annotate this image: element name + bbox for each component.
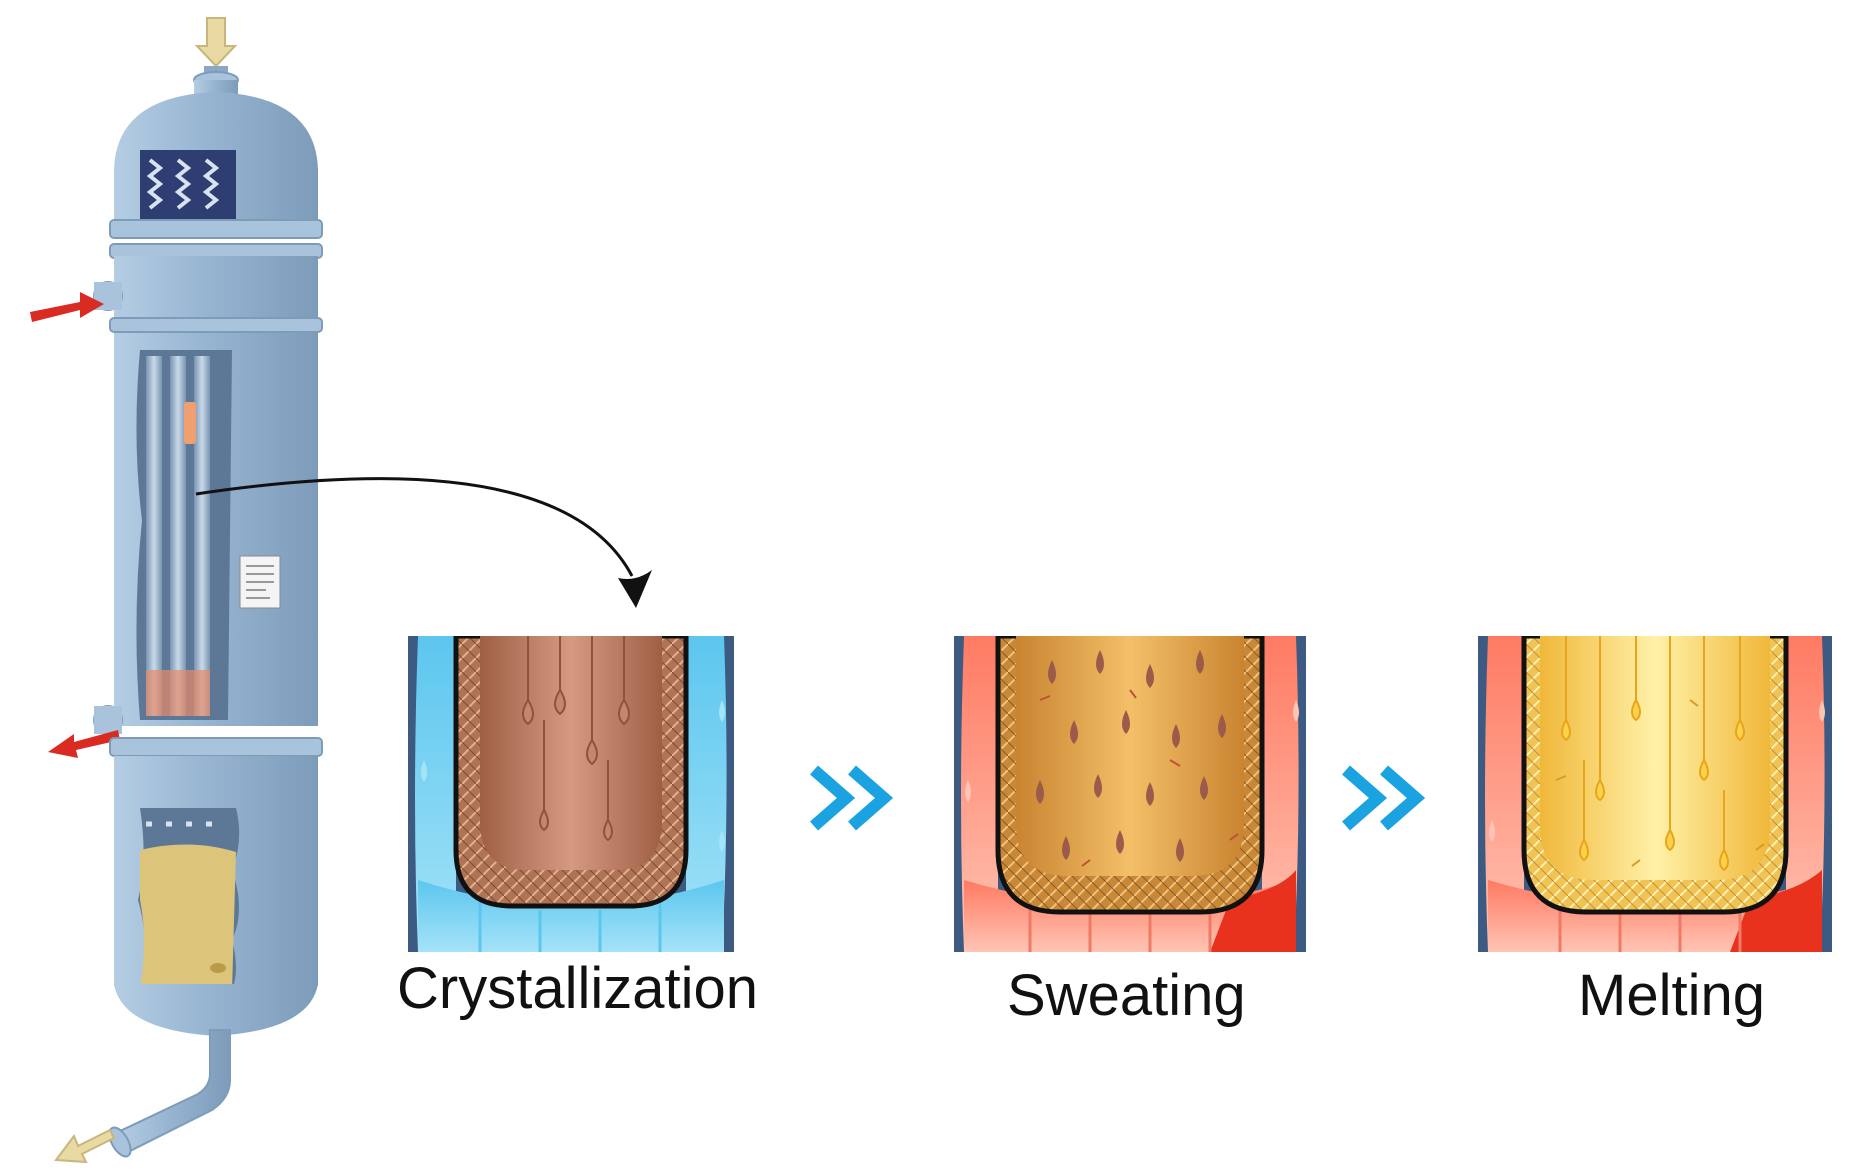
crystallizer-vessel: [30, 17, 323, 1164]
product-outlet-arrow: [54, 1128, 116, 1164]
stage-arrow-2: [1342, 765, 1426, 831]
melting-panel: [1478, 636, 1832, 952]
feed-inlet-arrow: [194, 17, 238, 68]
nameplate: [239, 555, 281, 609]
melt-sump: [138, 808, 240, 990]
heating-medium-inlet-arrow: [30, 292, 104, 322]
sweating-label: Sweating: [1007, 963, 1246, 1028]
heating-medium-outlet-arrow: [48, 730, 120, 758]
melting-label: Melting: [1578, 963, 1765, 1028]
detail-pointer-arrow: [195, 477, 652, 608]
crystallization-label: Crystallization: [397, 956, 758, 1021]
sweating-panel: [954, 636, 1306, 952]
reflux-heat-exchanger: [140, 150, 236, 230]
crystallization-panel: [408, 636, 734, 952]
stage-arrow-1: [810, 765, 894, 831]
falling-film-tubes: [136, 350, 232, 720]
